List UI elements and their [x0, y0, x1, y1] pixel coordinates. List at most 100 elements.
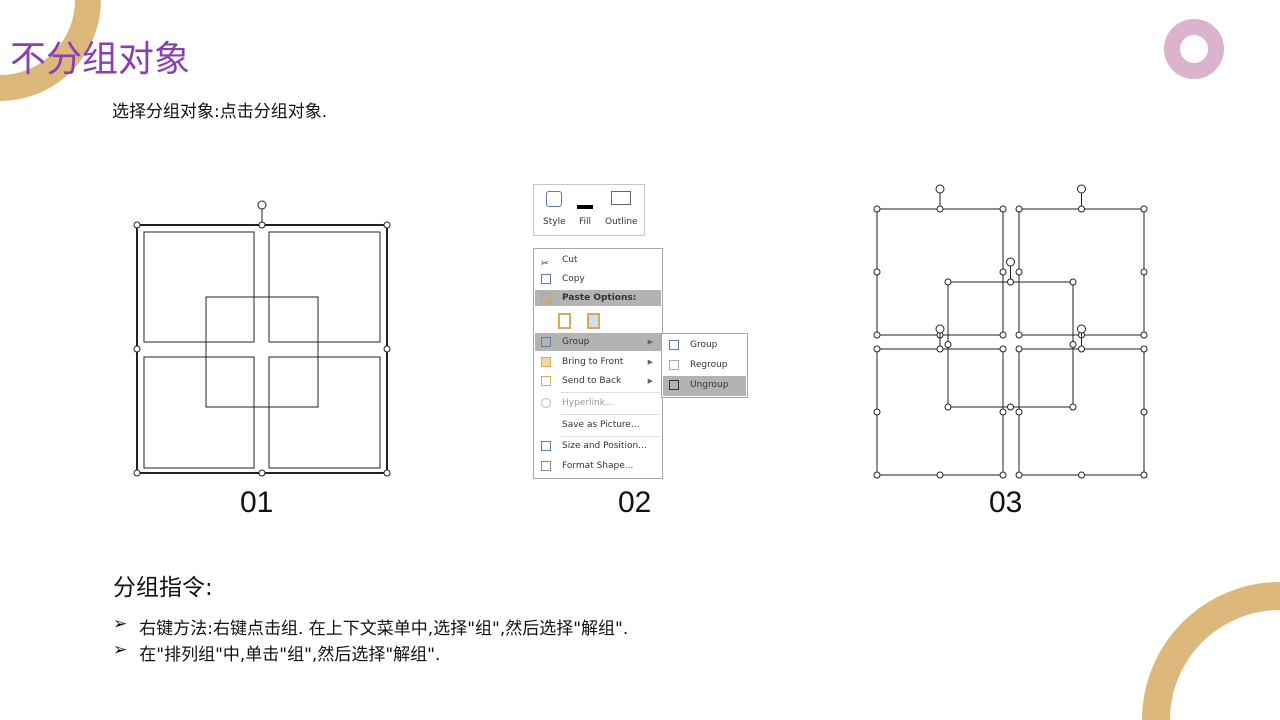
label-02: 02: [618, 486, 652, 519]
resize-handle: [873, 205, 881, 213]
group-icon: [541, 337, 551, 347]
resize-handle: [873, 345, 881, 353]
menu-bring-to-front[interactable]: Bring to Front ▶: [535, 353, 661, 371]
resize-handle: [999, 345, 1007, 353]
resize-handle: [1015, 471, 1023, 479]
arrow-bullet-icon: ➢: [113, 614, 128, 634]
resize-handle: [936, 471, 944, 479]
menu-save-as-picture-label: Save as Picture...: [562, 420, 640, 430]
resize-handle: [873, 268, 881, 276]
group-icon: [669, 340, 679, 350]
selection-box: [1018, 348, 1145, 476]
square-shape: [205, 296, 319, 408]
resize-handle: [1140, 471, 1148, 479]
menu-hyperlink-label: Hyperlink...: [562, 398, 614, 408]
bullet-1: ➢ 右键方法:右键点击组. 在上下文菜单中,选择"组",然后选择"解组".: [113, 614, 628, 639]
group-submenu: Group Regroup Ungroup: [661, 333, 748, 398]
resize-handle: [1078, 205, 1085, 213]
resize-handle: [999, 408, 1007, 416]
resize-handle: [1069, 341, 1077, 348]
resize-handle: [1078, 345, 1085, 353]
menu-copy-label: Copy: [562, 274, 585, 284]
menu-send-to-back-label: Send to Back: [562, 376, 622, 386]
rotate-handle-icon: [935, 324, 945, 334]
selection-box: [876, 348, 1004, 476]
resize-handle: [1140, 268, 1148, 276]
subtitle: 选择分组对象:点击分组对象.: [112, 102, 328, 122]
square-shape: [268, 231, 381, 343]
submenu-ungroup[interactable]: Ungroup: [663, 376, 746, 396]
submenu-ungroup-label: Ungroup: [690, 380, 729, 390]
resize-handle: [133, 469, 141, 477]
resize-handle: [936, 205, 944, 213]
format-shape-icon: [541, 461, 551, 471]
resize-handle: [873, 471, 881, 479]
rotate-handle-icon: [1077, 184, 1086, 194]
page-title: 不分组对象: [10, 39, 191, 80]
resize-handle: [133, 345, 141, 353]
ribbon-format-group: Style Fill Outline: [533, 184, 645, 236]
menu-group-label: Group: [562, 337, 590, 347]
rotate-handle-icon: [935, 184, 945, 194]
menu-paste-options-label: Paste Options:: [562, 293, 637, 303]
menu-save-as-picture[interactable]: Save as Picture...: [535, 416, 661, 434]
resize-handle: [1140, 345, 1148, 353]
square-shape: [143, 231, 255, 343]
menu-paste-options: Paste Options:: [535, 290, 661, 306]
submenu-arrow-icon: ▶: [647, 358, 653, 366]
ungroup-icon: [669, 380, 679, 390]
commands-heading: 分组指令:: [113, 575, 213, 601]
outline-button[interactable]: Outline: [605, 217, 638, 227]
style-button[interactable]: Style: [543, 217, 566, 227]
menu-separator: [561, 436, 660, 437]
menu-format-shape[interactable]: Format Shape...: [535, 457, 661, 475]
submenu-regroup[interactable]: Regroup: [663, 356, 746, 374]
size-position-icon: [541, 441, 551, 451]
paste-picture-icon[interactable]: [587, 313, 600, 329]
rotate-handle-icon: [1006, 257, 1015, 267]
menu-send-to-back[interactable]: Send to Back▶: [535, 372, 661, 390]
submenu-arrow-icon: ▶: [647, 338, 653, 346]
scissors-icon: ✂: [541, 259, 549, 269]
resize-handle: [1007, 278, 1014, 286]
menu-cut[interactable]: ✂Cut: [535, 251, 661, 269]
resize-handle: [1140, 408, 1148, 416]
resize-handle: [873, 408, 881, 416]
submenu-group-label: Group: [690, 340, 718, 350]
outline-icon[interactable]: [611, 191, 631, 205]
bring-to-front-icon: [541, 357, 551, 367]
menu-copy[interactable]: Copy: [535, 270, 661, 288]
menu-size-and-position[interactable]: Size and Position...: [535, 437, 661, 455]
rotate-handle-icon: [257, 200, 267, 210]
pink-ring: [1164, 19, 1224, 79]
label-01: 01: [240, 486, 274, 519]
style-icon[interactable]: [546, 191, 562, 207]
selection-box: [1018, 208, 1145, 336]
link-icon: [541, 398, 551, 408]
menu-group[interactable]: Group ▶: [535, 333, 661, 351]
regroup-icon: [669, 360, 679, 370]
top-left-arc: [0, 0, 101, 101]
rotate-handle-icon: [1077, 324, 1086, 334]
square-shape: [268, 356, 381, 469]
resize-handle: [999, 471, 1007, 479]
fill-icon[interactable]: [577, 191, 593, 209]
menu-bring-to-front-label: Bring to Front: [562, 357, 624, 367]
resize-handle: [258, 221, 266, 229]
fill-button[interactable]: Fill: [579, 217, 592, 227]
menu-separator: [561, 392, 660, 393]
clipboard-icon: [541, 293, 551, 303]
bullet-2-text: 在"排列组"中,单击"组",然后选择"解组".: [139, 645, 441, 665]
paste-keep-text-icon[interactable]: [558, 313, 571, 329]
resize-handle: [999, 331, 1007, 339]
resize-handle: [1007, 403, 1014, 411]
submenu-group[interactable]: Group: [663, 336, 746, 354]
selection-box: [136, 224, 388, 474]
resize-handle: [944, 403, 952, 411]
resize-handle: [383, 469, 391, 477]
menu-separator: [561, 414, 660, 415]
send-to-back-icon: [541, 376, 551, 386]
bullet-1-text: 右键方法:右键点击组. 在上下文菜单中,选择"组",然后选择"解组".: [139, 619, 629, 639]
